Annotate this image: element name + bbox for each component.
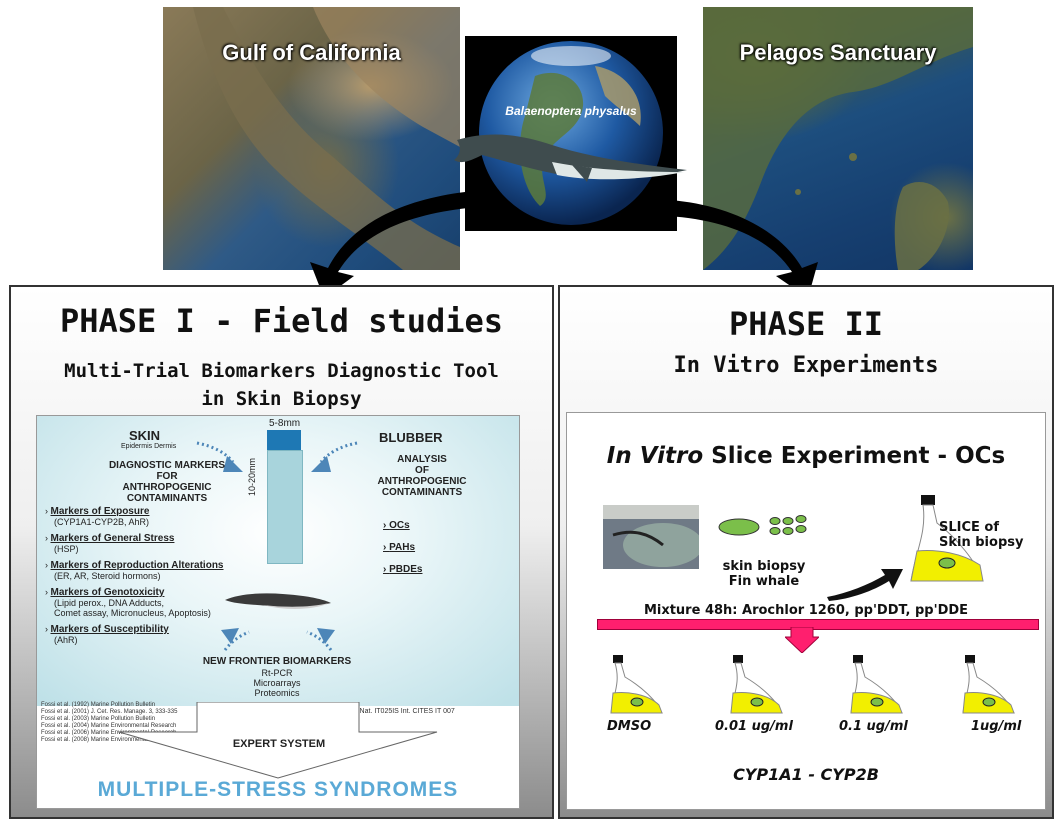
in-vitro-diagram: In Vitro Slice Experiment - OCs skin bio…: [566, 412, 1046, 810]
dotted-arrow-lower-left-icon: [221, 628, 250, 651]
pelagos-map-title: Pelagos Sanctuary: [739, 40, 937, 65]
species-label: Balaenoptera physalus: [505, 104, 637, 118]
contaminant-item: › PAHs: [383, 542, 416, 553]
expert-system-label: EXPERT SYSTEM: [232, 738, 326, 750]
marker-item: › Markers of Reproduction Alterations(ER…: [45, 560, 224, 581]
analysis-title: ANALYSIS OF ANTHROPOGENIC CONTAMINANTS: [377, 454, 467, 498]
phase1-subtitle: Multi-Trial Biomarkers Diagnostic Tool i…: [11, 357, 552, 413]
phase1-subtitle-line1: Multi-Trial Biomarkers Diagnostic Tool: [64, 360, 499, 382]
blubber-label: BLUBBER: [379, 430, 443, 445]
fin-whale-illustration: [454, 134, 687, 182]
mixture-bar: [597, 619, 1039, 630]
frontier-item: Proteomics: [254, 688, 300, 698]
marker-item: › Markers of Genotoxicity(Lipid perox., …: [45, 587, 211, 618]
dose-label: 0.1 ug/ml: [839, 719, 908, 734]
reference-item: Fossi et al. (2004) Marine Environmental…: [41, 723, 177, 729]
phase2-subtitle: In Vitro Experiments: [673, 353, 939, 378]
dose-flask-icon: [850, 655, 903, 714]
references: Fossi et al. (1992) Marine Pollution Bul…: [41, 702, 237, 744]
experiment-title-rest: Slice Experiment - OCs: [703, 443, 1006, 469]
experiment-title-italic: In Vitro: [606, 443, 704, 469]
frontier-list: Rt-PCR Microarrays Proteomics: [177, 668, 377, 698]
frontier-title: NEW FRONTIER BIOMARKERS: [202, 656, 352, 667]
slice-caption-line1: SLICE of: [939, 520, 1000, 535]
dose-label: DMSO: [607, 719, 652, 734]
curved-arrow-icon: [827, 569, 903, 601]
syndromes-label: MULTIPLE-STRESS SYNDROMES: [97, 778, 459, 801]
frontier-item: Microarrays: [253, 678, 301, 688]
dotted-arrow-right-icon: [311, 441, 358, 472]
mixture-label: Mixture 48h: Arochlor 1260, pp'DDT, pp'D…: [643, 603, 969, 618]
contaminant-item: › OCs: [383, 520, 410, 531]
depth-label: 5-8mm: [269, 418, 301, 429]
slice-caption: SLICE of Skin biopsy: [939, 520, 1023, 550]
marker-item: › Markers of Exposure(CYP1A1-CYP2B, AhR): [45, 506, 150, 527]
gulf-map-title: Gulf of California: [222, 40, 401, 65]
skin-label: SKIN: [129, 428, 161, 443]
phase1-title: PHASE I - Field studies: [59, 302, 504, 340]
skin-sublabel: Epidermis Dermis: [121, 443, 177, 450]
dotted-arrow-lower-right-icon: [306, 628, 335, 651]
gulf-coastline: [193, 7, 460, 270]
slice-caption-line2: Skin biopsy: [939, 535, 1024, 550]
expert-down-arrow-icon: [118, 702, 438, 779]
contaminant-item: › PBDEs: [383, 564, 423, 575]
phase1-subtitle-line2: in Skin Biopsy: [201, 388, 362, 410]
phase2-title: PHASE II: [728, 305, 884, 343]
dose-label: 0.01 ug/ml: [715, 719, 793, 734]
skin-layer-block: [267, 430, 301, 450]
cites-permit: CITES Nat. IT025IS Int. CITES IT 007: [337, 708, 455, 715]
genes-label: CYP1A1 - CYP2B: [733, 765, 879, 784]
reference-item: Fossi et al. (2006) Marine Environmental…: [41, 730, 177, 736]
dotted-arrow-left-icon: [196, 441, 243, 472]
reference-item: Fossi et al. (1992) Marine Pollution Bul…: [41, 702, 156, 708]
contaminant-list: › OCs › PAHs › PBDEs: [383, 520, 422, 586]
dose-label: 1ug/ml: [971, 719, 1022, 734]
biopsy-caption-line2: Fin whale: [728, 574, 800, 589]
biopsy-caption-line1: skin biopsy: [722, 559, 806, 574]
biopsy-caption: skin biopsy Fin whale: [709, 559, 819, 589]
gulf-of-california-map: Gulf of California: [163, 7, 460, 270]
reference-item: Fossi et al. (2001) J. Cet. Res. Manage.…: [41, 709, 178, 715]
dose-flask-icon: [610, 655, 663, 714]
frontier-item: Rt-PCR: [261, 668, 293, 678]
reference-item: Fossi et al. (2008) Marine Environmental…: [41, 737, 177, 743]
pelagos-sanctuary-map: Pelagos Sanctuary: [703, 7, 973, 270]
blubber-layer-block: [267, 450, 303, 564]
biomarker-diagram: SKIN Epidermis Dermis BLUBBER 5-8mm 10-2…: [36, 415, 520, 809]
reference-item: Fossi et al. (2003) Marine Pollution Bul…: [41, 716, 156, 722]
arrow-to-phase1-icon: [310, 192, 468, 298]
dose-flask-icon: [730, 655, 783, 714]
pelagos-coastline: [703, 7, 973, 270]
arrow-to-phase2-icon: [668, 200, 818, 298]
down-arrow-icon: [785, 627, 819, 653]
tissue-slices-icon: [718, 515, 807, 536]
marker-list: › Markers of Exposure(CYP1A1-CYP2B, AhR)…: [45, 506, 275, 651]
biopsy-photo: [603, 505, 699, 569]
diagnostic-markers-title: DIAGNOSTIC MARKERS FOR ANTHROPOGENIC CON…: [108, 460, 226, 504]
slice-flask-icon: [910, 495, 984, 582]
experiment-title: In Vitro Slice Experiment - OCs: [567, 443, 1045, 469]
dose-flask-icon: [962, 655, 1015, 714]
whale-icon: [225, 593, 331, 609]
marker-item: › Markers of General Stress(HSP): [45, 533, 175, 554]
marker-item: › Markers of Susceptibility(AhR): [45, 624, 169, 645]
